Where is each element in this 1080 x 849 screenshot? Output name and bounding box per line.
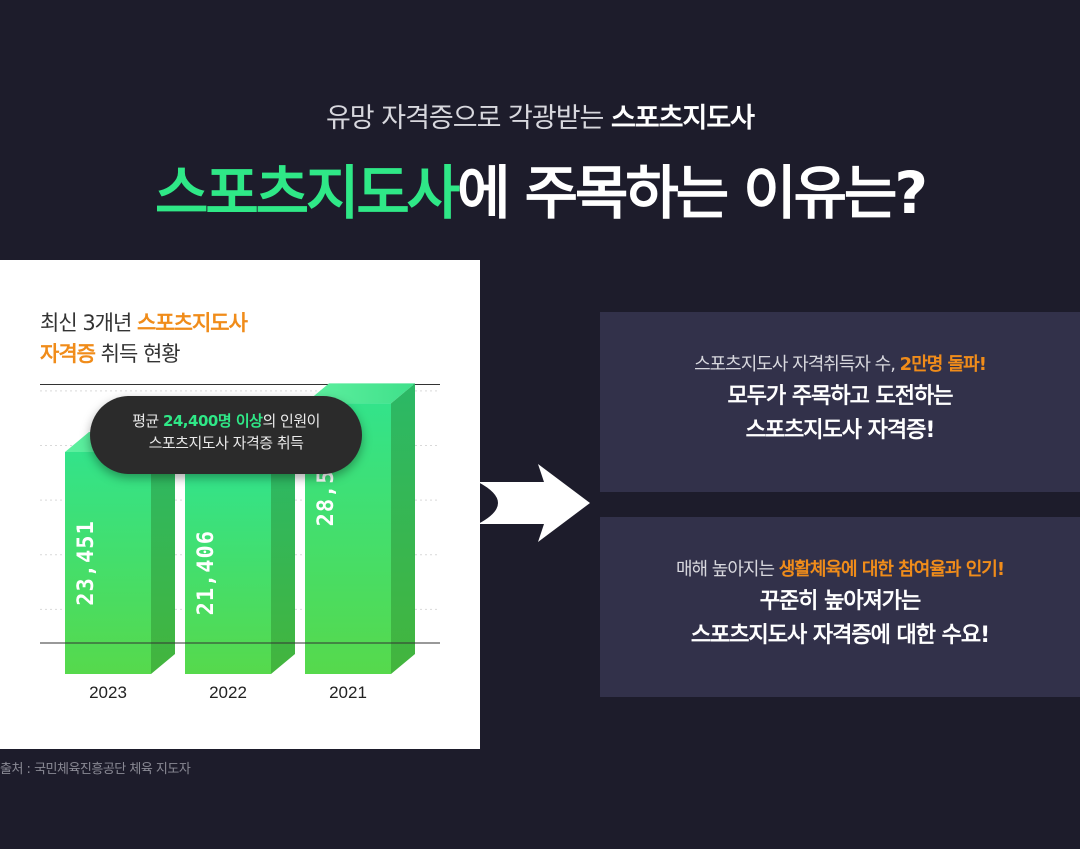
info2-line3: 스포츠지도사 자격증에 대한 수요! [690, 623, 990, 648]
chart-title-line2-text: 취득 현황 [94, 342, 181, 366]
chart-title: 최신 3개년 스포츠지도사 자격증 취득 현황 [40, 308, 248, 370]
headline-accent-text: 스포츠지도사 [154, 159, 460, 227]
bar-value-label: 23,451 [74, 520, 99, 605]
x-tick-label: 2023 [89, 683, 127, 702]
x-tick-label: 2022 [209, 683, 247, 702]
info1-small: 스포츠지도사 자격취득자 수, 2만명 돌파! [600, 350, 1080, 380]
bubble-line1: 평균 24,400명 이상의 인원이 [90, 410, 362, 432]
info-box-certified-count: 스포츠지도사 자격취득자 수, 2만명 돌파! 모두가 주목하고 도전하는 스포… [600, 312, 1080, 492]
bubble-line2: 스포츠지도사 자격증 취득 [148, 434, 304, 452]
bubble-text-a: 평균 [132, 412, 163, 430]
info1-small-text: 스포츠지도사 자격취득자 수, [694, 354, 900, 375]
info2-small-text: 매해 높아지는 [675, 559, 779, 580]
average-callout-bubble: 평균 24,400명 이상의 인원이 스포츠지도사 자격증 취득 [90, 396, 362, 474]
header-subtitle: 유망 자격증으로 각광받는 스포츠지도사 [0, 96, 1080, 135]
x-tick-label: 2021 [329, 683, 367, 702]
bubble-text-c: 의 인원이 [262, 412, 320, 430]
info1-line3: 스포츠지도사 자격증! [745, 418, 936, 443]
page-headline: 스포츠지도사에 주목하는 이유는? [0, 146, 1080, 230]
chart-title-line1-highlight: 스포츠지도사 [137, 311, 248, 335]
bubble-highlight: 24,400명 이상 [162, 412, 263, 430]
chart-title-line2-highlight: 자격증 [40, 342, 96, 366]
bar-value-label: 21,406 [194, 530, 219, 615]
headline-rest-text: 에 주목하는 이유는? [457, 159, 928, 227]
right-arrow-icon [478, 464, 590, 542]
info2-line2: 꾸준히 높아져가는 [759, 589, 922, 614]
bar-side [151, 431, 175, 674]
info1-line2: 모두가 주목하고 도전하는 [727, 384, 954, 409]
info2-small-highlight: 생활체육에 대한 참여율과 인기! [778, 559, 1005, 580]
info1-small-highlight: 2만명 돌파! [899, 354, 987, 375]
bar-side [271, 451, 295, 674]
chart-card: 최신 3개년 스포츠지도사 자격증 취득 현황 23,451 2023 21,406… [0, 260, 480, 749]
subtitle-text: 유망 자격증으로 각광받는 [325, 103, 611, 134]
bar [185, 471, 271, 674]
chart-title-divider [40, 384, 440, 385]
info2-small: 매해 높아지는 생활체육에 대한 참여율과 인기! [600, 555, 1080, 585]
chart-title-line1-text: 최신 3개년 [40, 311, 137, 335]
source-note: 출처 : 국민체육진흥공단 체육 지도자 [0, 762, 191, 777]
bar-side [391, 383, 415, 674]
subtitle-bold-text: 스포츠지도사 [610, 103, 755, 134]
info-box-demand: 매해 높아지는 생활체육에 대한 참여율과 인기! 꾸준히 높아져가는 스포츠지… [600, 517, 1080, 697]
bar [65, 451, 151, 674]
